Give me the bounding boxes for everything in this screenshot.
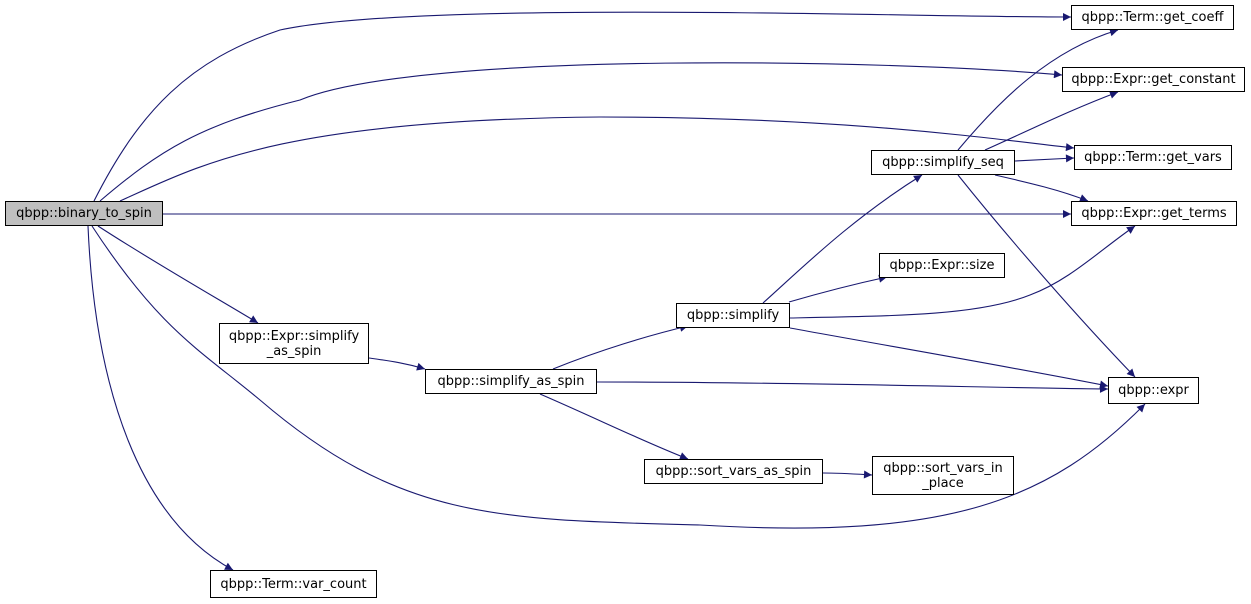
edge-simplify-as-spin-to-expr <box>596 381 1109 393</box>
edge-simplify-seq-to-term-get-vars <box>1014 154 1075 163</box>
edge-simplify-to-expr-size <box>788 274 888 303</box>
node-simplify-as-spin[interactable]: qbpp::simplify_as_spin <box>425 369 597 394</box>
edge-simplify-seq-to-expr <box>957 174 1136 378</box>
node-sort-vars-as-spin[interactable]: qbpp::sort_vars_as_spin <box>644 459 823 484</box>
edge-expr-simplify-as-spin-to-simplify-as-spin <box>368 357 426 371</box>
edge-simplify-to-expr <box>789 327 1109 389</box>
edge-binary-to-spin-to-expr-simplify-as-spin <box>97 225 259 324</box>
node-simplify[interactable]: qbpp::simplify <box>676 303 790 328</box>
edge-simplify-as-spin-to-simplify <box>552 323 689 370</box>
edge-binary-to-spin-to-term-get-coeff <box>93 11 1072 202</box>
node-term-get-vars[interactable]: qbpp::Term::get_vars <box>1074 145 1232 170</box>
edge-simplify-as-spin-to-sort-vars-as-spin <box>539 393 689 460</box>
node-label: _place <box>922 475 964 491</box>
edge-binary-to-spin-to-term-get-vars <box>119 116 1075 202</box>
edge-binary-to-spin-to-term-var-count <box>87 225 234 571</box>
node-label: qbpp::Expr::size <box>889 258 995 273</box>
edge-simplify-seq-to-term-get-coeff <box>957 28 1119 151</box>
edge-sort-vars-as-spin-to-sort-vars-in-place <box>822 470 873 479</box>
edge-simplify-seq-to-expr-get-terms <box>994 174 1089 202</box>
edge-simplify-to-simplify-seq <box>762 174 923 304</box>
node-term-var-count[interactable]: qbpp::Term::var_count <box>210 570 377 598</box>
node-term-get-coeff[interactable]: qbpp::Term::get_coeff <box>1071 5 1234 30</box>
node-label: qbpp::Expr::simplify <box>228 328 360 344</box>
node-label: qbpp::sort_vars_in <box>883 460 1003 476</box>
node-label: qbpp::Term::get_coeff <box>1081 10 1224 25</box>
edge-simplify-seq-to-expr-get-constant <box>984 91 1119 151</box>
node-label: qbpp::Term::var_count <box>220 576 367 592</box>
node-expr-get-constant[interactable]: qbpp::Expr::get_constant <box>1062 67 1245 92</box>
node-label: qbpp::simplify <box>686 308 780 323</box>
node-simplify-seq[interactable]: qbpp::simplify_seq <box>871 150 1015 175</box>
node-label: qbpp::simplify_as_spin <box>437 374 585 389</box>
node-label: qbpp::expr <box>1118 383 1189 398</box>
node-expr-get-terms[interactable]: qbpp::Expr::get_terms <box>1071 201 1237 226</box>
node-expr-simplify-as-spin[interactable]: qbpp::Expr::simplify_as_spin <box>219 323 369 364</box>
edge-binary-to-spin-to-expr-get-constant <box>99 62 1063 202</box>
node-label: qbpp::Expr::get_constant <box>1071 72 1236 87</box>
edge-simplify-to-expr-get-terms <box>789 225 1136 319</box>
node-sort-vars-in-place[interactable]: qbpp::sort_vars_in_place <box>872 456 1014 495</box>
node-binary-to-spin: qbpp::binary_to_spin <box>5 201 163 226</box>
node-expr-size[interactable]: qbpp::Expr::size <box>879 253 1005 278</box>
node-label: qbpp::binary_to_spin <box>16 206 152 221</box>
node-expr[interactable]: qbpp::expr <box>1108 377 1199 404</box>
node-label: qbpp::Expr::get_terms <box>1081 206 1227 221</box>
edge-binary-to-spin-to-expr <box>91 225 1146 529</box>
node-label: qbpp::Term::get_vars <box>1084 150 1222 165</box>
node-label: qbpp::simplify_seq <box>882 155 1004 170</box>
node-label: _as_spin <box>266 343 322 359</box>
node-label: qbpp::sort_vars_as_spin <box>655 464 812 479</box>
